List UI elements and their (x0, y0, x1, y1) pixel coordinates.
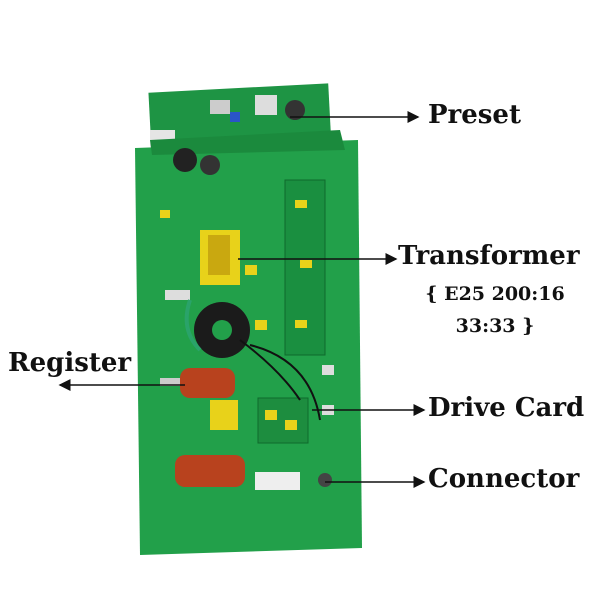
drive-card-label: Drive Card (428, 393, 585, 423)
preset-label: Preset (428, 100, 521, 130)
transformer-spec-line1: { E25 200:16 (425, 283, 565, 305)
drive-card-board (257, 397, 309, 444)
transformer-label: Transformer (398, 241, 580, 271)
main-board (135, 130, 362, 555)
register-label: Register (8, 348, 132, 378)
connector-label: Connector (428, 464, 580, 494)
register-capacitor (180, 368, 235, 398)
connector-component (255, 472, 300, 490)
transformer-spec-line2: 33:33 } (455, 315, 535, 337)
